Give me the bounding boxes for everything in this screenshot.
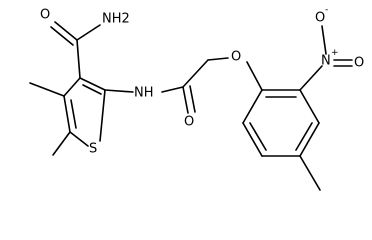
atom-label-amide-nh2: NH2 <box>102 12 130 27</box>
benzene-ring <box>242 89 320 157</box>
atom-label-ether-o: O <box>231 50 241 65</box>
bond-ring-inner-2 <box>295 122 313 151</box>
bond-camide-n <box>76 24 101 41</box>
bond-c4-c5-inner <box>70 99 77 129</box>
bond-c2-c3 <box>299 89 320 124</box>
bond-ch2-oether <box>207 57 229 61</box>
bond-c3-c4 <box>63 77 81 97</box>
bond-ccarbonyl-o <box>182 86 189 114</box>
bond-nnitro-otop <box>321 25 327 55</box>
atom-label-nitro-o-right: O <box>354 56 364 71</box>
bond-s-c2 <box>99 89 106 142</box>
atom-label-carbonyl-o: O <box>184 115 194 130</box>
bond-c5-s <box>69 131 89 147</box>
charge-label-nitro-n: + <box>331 48 339 58</box>
atom-label-amine-nh: NH <box>134 86 154 101</box>
bond-c2-nh <box>104 89 134 93</box>
bond-c3-c2-inner <box>82 84 102 95</box>
bond-ring-inner-3 <box>249 122 267 151</box>
bond-nh-ccarbonyl <box>161 86 184 93</box>
bond-c4-ringmethyl <box>299 155 321 191</box>
nitro-group <box>299 25 353 91</box>
bond-c5-methyl <box>52 131 71 156</box>
bond-camide-o-double <box>50 26 74 46</box>
atom-label-nitro-n: N <box>321 54 331 69</box>
bond-ccarbonyl-ch2 <box>182 59 209 88</box>
bond-c4-c5 <box>63 95 71 133</box>
bond-c3-camide <box>76 39 81 79</box>
bond-c2-nnitro <box>299 65 323 91</box>
bond-ccarbonyl-o-double <box>189 85 196 113</box>
bond-c3-c2 <box>79 77 106 91</box>
bond-c4-methyl <box>29 82 65 97</box>
carboxamide-group <box>50 21 101 79</box>
atom-label-thiophene-s: S <box>89 142 97 157</box>
charge-label-nitro-o-top: - <box>325 5 328 15</box>
atom-label-amide-o: O <box>40 8 50 23</box>
bond-c6-c1 <box>242 89 263 124</box>
thiophene-ring <box>63 77 106 147</box>
acetamide-linker <box>161 57 229 114</box>
atom-label-nitro-o-top: O <box>315 11 325 26</box>
bond-c5-c6 <box>242 122 263 157</box>
bond-oether-c1 <box>246 61 263 91</box>
molecule-structure: NH2 O S NH O O N + O - O <box>29 5 364 191</box>
bond-camide-o <box>54 21 78 41</box>
bond-c3-c4 <box>299 122 320 157</box>
